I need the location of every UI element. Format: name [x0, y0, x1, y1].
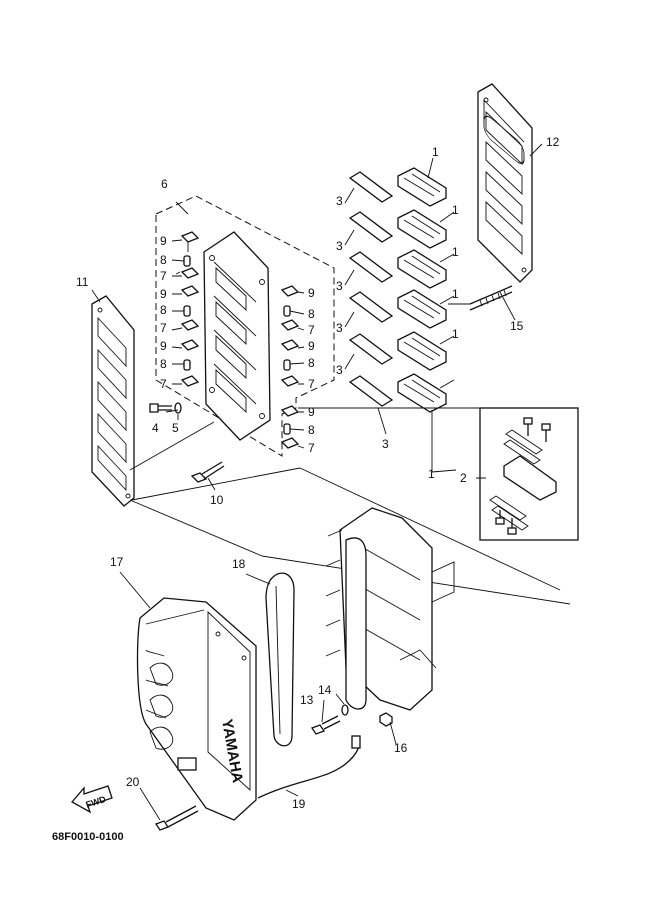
seal-rubber-18-inner — [275, 585, 281, 735]
drawing-code: 68F0010-0100 — [52, 831, 124, 843]
reed-valve-1 — [397, 289, 447, 329]
stud-bolt-15 — [469, 285, 513, 311]
gasket-plate-3 — [348, 333, 394, 365]
callout-13: 13 — [300, 693, 314, 707]
callout-1: 1 — [452, 287, 459, 301]
callout-1: 1 — [452, 327, 459, 341]
bolt-13 — [311, 715, 341, 735]
reed-valve-1 — [397, 373, 447, 413]
callout-9: 9 — [160, 339, 167, 353]
callout-7: 7 — [160, 377, 167, 391]
callout-7: 7 — [308, 441, 315, 455]
reed-valve-1 — [397, 249, 447, 289]
nut-16 — [379, 712, 393, 727]
callout-3: 3 — [336, 194, 343, 208]
callout-1: 1 — [452, 203, 459, 217]
callout-16: 16 — [394, 741, 408, 755]
reed-valve-stack — [348, 167, 447, 413]
callout-9: 9 — [308, 286, 315, 300]
callout-1: 1 — [428, 467, 435, 481]
bolt-10 — [190, 461, 225, 483]
callout-8: 8 — [308, 307, 315, 321]
callout-9: 9 — [160, 287, 167, 301]
callout-9: 9 — [308, 339, 315, 353]
callout-labels: 1 1 1 1 1 1 2 3 3 3 3 3 3 4 5 6 7 7 7 7 … — [52, 135, 560, 843]
callout-11: 11 — [76, 275, 89, 289]
callout-leaders — [91, 143, 543, 821]
assembly-boundary-6 — [155, 195, 335, 457]
callout-1: 1 — [432, 145, 439, 159]
callout-14: 14 — [318, 683, 332, 697]
forward-direction-arrow: FWD — [70, 785, 113, 814]
hose-19 — [257, 735, 360, 799]
callout-7: 7 — [308, 323, 315, 337]
hose-19-clip — [351, 735, 361, 749]
gasket-11 — [91, 295, 135, 507]
callout-19: 19 — [292, 797, 306, 811]
callout-7: 7 — [160, 321, 167, 335]
gasket-plate-3 — [348, 291, 394, 323]
callout-15: 15 — [510, 319, 524, 333]
callout-8: 8 — [308, 356, 315, 370]
seal-rubber-18 — [265, 572, 295, 747]
callout-8: 8 — [160, 253, 167, 267]
callout-1: 1 — [452, 245, 459, 259]
gasket-plate-3 — [348, 211, 394, 243]
callout-20: 20 — [126, 775, 140, 789]
gasket-plate-3 — [348, 375, 394, 407]
gasket-12 — [477, 83, 533, 283]
reed-valve-1 — [397, 331, 447, 371]
callout-4: 4 — [152, 421, 159, 435]
callout-7: 7 — [308, 377, 315, 391]
callout-3: 3 — [336, 239, 343, 253]
callout-7: 7 — [160, 269, 167, 283]
reed-valve-detail-box — [479, 407, 579, 541]
callout-2: 2 — [460, 471, 467, 485]
washer-14 — [341, 704, 349, 716]
reed-valve-1 — [397, 167, 447, 207]
leader-lines — [298, 303, 480, 409]
hose-fittings-left — [175, 231, 200, 387]
callout-3: 3 — [382, 437, 389, 451]
callout-8: 8 — [308, 423, 315, 437]
callout-3: 3 — [336, 279, 343, 293]
callout-3: 3 — [336, 321, 343, 335]
bolt-20 — [155, 805, 199, 831]
callout-17: 17 — [110, 555, 124, 569]
callout-10: 10 — [210, 493, 224, 507]
callout-6: 6 — [161, 177, 168, 191]
callout-18: 18 — [232, 557, 246, 571]
washer-5 — [174, 402, 182, 414]
seal-gasket — [345, 537, 367, 710]
callout-3: 3 — [336, 363, 343, 377]
reed-valve-housing — [203, 231, 271, 441]
reed-valve-1 — [397, 209, 447, 249]
callout-9: 9 — [308, 405, 315, 419]
bolt-4 — [149, 403, 172, 413]
callout-12: 12 — [546, 135, 560, 149]
gasket-plate-3 — [348, 171, 394, 203]
gasket-plate-3 — [348, 251, 394, 283]
callout-8: 8 — [160, 357, 167, 371]
callout-9: 9 — [160, 234, 167, 248]
hose-fittings-right — [280, 285, 300, 449]
crankcase-block — [325, 507, 455, 711]
callout-8: 8 — [160, 303, 167, 317]
intake-silencer-cover-17: YAMAHA — [136, 597, 257, 821]
callout-5: 5 — [172, 421, 179, 435]
